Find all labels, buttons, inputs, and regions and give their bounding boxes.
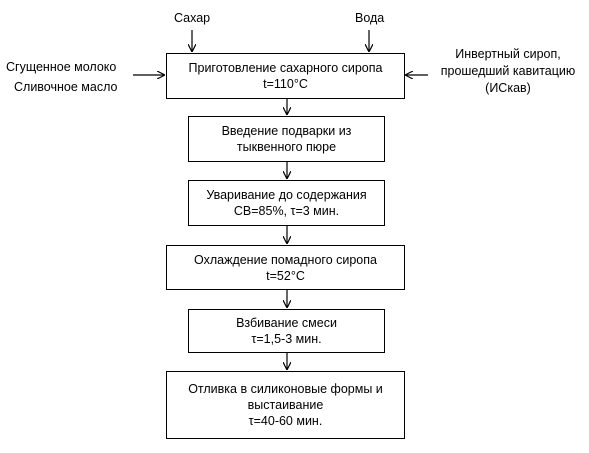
step-6-line1: Отливка в силиконовые формы и bbox=[188, 382, 383, 396]
step-6-line3: τ=40-60 мин. bbox=[248, 414, 323, 428]
step-1-line1: Приготовление сахарного сиропа bbox=[188, 61, 383, 75]
step-3-line1: Уваривание до содержания bbox=[206, 188, 367, 202]
step-2-line2: тыквенного пюре bbox=[236, 140, 337, 154]
step-casting: Отливка в силиконовые формы и выстаивани… bbox=[166, 371, 405, 439]
step-cooling: Охлаждение помадного сиропа t=52°С bbox=[166, 245, 405, 290]
step-1-line2: t=110°С bbox=[263, 77, 308, 91]
step-sugar-syrup: Приготовление сахарного сиропа t=110°С bbox=[166, 53, 405, 99]
step-pumpkin-puree: Введение подварки из тыквенного пюре bbox=[188, 116, 385, 162]
step-3-line2: СВ=85%, τ=3 мин. bbox=[233, 204, 340, 218]
input-condensed-milk-label: Сгущенное молоко bbox=[6, 60, 117, 74]
step-6-line2: выстаивание bbox=[247, 398, 324, 412]
input-water-label: Вода bbox=[355, 11, 385, 25]
step-4-line1: Охлаждение помадного сиропа bbox=[194, 252, 377, 267]
step-2-line1: Введение подварки из bbox=[221, 124, 352, 138]
input-invert-syrup-line2: прошедший кавитацию bbox=[440, 64, 576, 78]
input-butter-label: Сливочное масло bbox=[14, 80, 118, 94]
input-invert-syrup-line1: Инвертный сироп, bbox=[455, 47, 561, 61]
input-invert-syrup-line3: (ИСкав) bbox=[485, 81, 531, 95]
step-5-line1: Взбивание смеси bbox=[236, 316, 337, 330]
input-sugar-label: Сахар bbox=[174, 11, 211, 25]
step-5-line2: τ=1,5-3 мин. bbox=[251, 332, 322, 346]
step-4-line2: t=52°С bbox=[266, 268, 305, 283]
step-boiling: Уваривание до содержания СВ=85%, τ=3 мин… bbox=[188, 180, 385, 226]
input-invert-syrup-label: Инвертный сироп, прошедший кавитацию (ИС… bbox=[432, 47, 584, 96]
step-whipping: Взбивание смеси τ=1,5-3 мин. bbox=[188, 309, 385, 353]
